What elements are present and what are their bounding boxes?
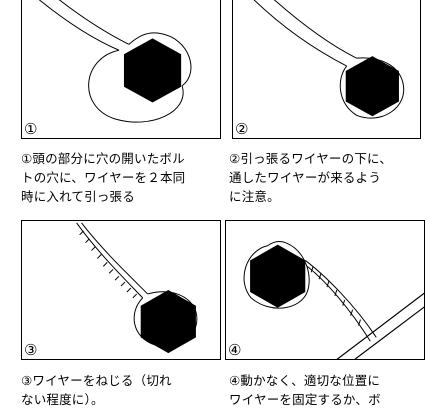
step-1-panel: ① bbox=[21, 0, 221, 139]
twisted-wire bbox=[304, 260, 377, 338]
step-1-illustration bbox=[38, 0, 192, 123]
step-3-panel: ③ bbox=[21, 220, 221, 360]
bolt-head bbox=[140, 290, 196, 354]
step-1-caption: ①頭の部分に穴の開いたボル トの穴に、ワイヤーを２本同 時に入れて引っ張る bbox=[21, 151, 186, 204]
bolt-head bbox=[345, 56, 399, 117]
step-4-panel: ④ bbox=[225, 220, 425, 360]
twisted-wire bbox=[306, 265, 371, 342]
anchor-bar bbox=[354, 306, 424, 359]
twisted-wire bbox=[81, 222, 148, 295]
step-3-illustration bbox=[76, 222, 198, 354]
step-number: ③ bbox=[24, 341, 38, 359]
step-3-caption: ③ワイヤーをねじる（切れ ない程度に）。 bbox=[21, 373, 172, 407]
anchor-bar bbox=[336, 292, 424, 359]
step-2-panel: ② bbox=[232, 0, 421, 139]
bolt-head bbox=[250, 244, 306, 308]
wire bbox=[273, 0, 357, 59]
wire bbox=[38, 0, 120, 51]
wire-loop bbox=[243, 240, 310, 309]
step-number: ② bbox=[235, 120, 249, 138]
step-2-illustration bbox=[253, 0, 405, 119]
step-4-illustration bbox=[243, 240, 424, 359]
wire bbox=[253, 0, 347, 67]
wire-loop bbox=[339, 57, 405, 119]
step-number: ④ bbox=[228, 341, 242, 359]
wire-loop bbox=[88, 32, 192, 123]
step-4-caption: ④動かなく、適切な位置に ワイヤーを固定するか、ボ bbox=[229, 373, 381, 407]
step-2-caption: ②引っ張るワイヤーの下に、 通したワイヤーが来るよう に注意。 bbox=[229, 151, 393, 204]
bolt-head bbox=[123, 38, 182, 103]
wire bbox=[58, 0, 130, 45]
step-number: ① bbox=[24, 120, 38, 138]
twisted-wire bbox=[76, 222, 144, 299]
